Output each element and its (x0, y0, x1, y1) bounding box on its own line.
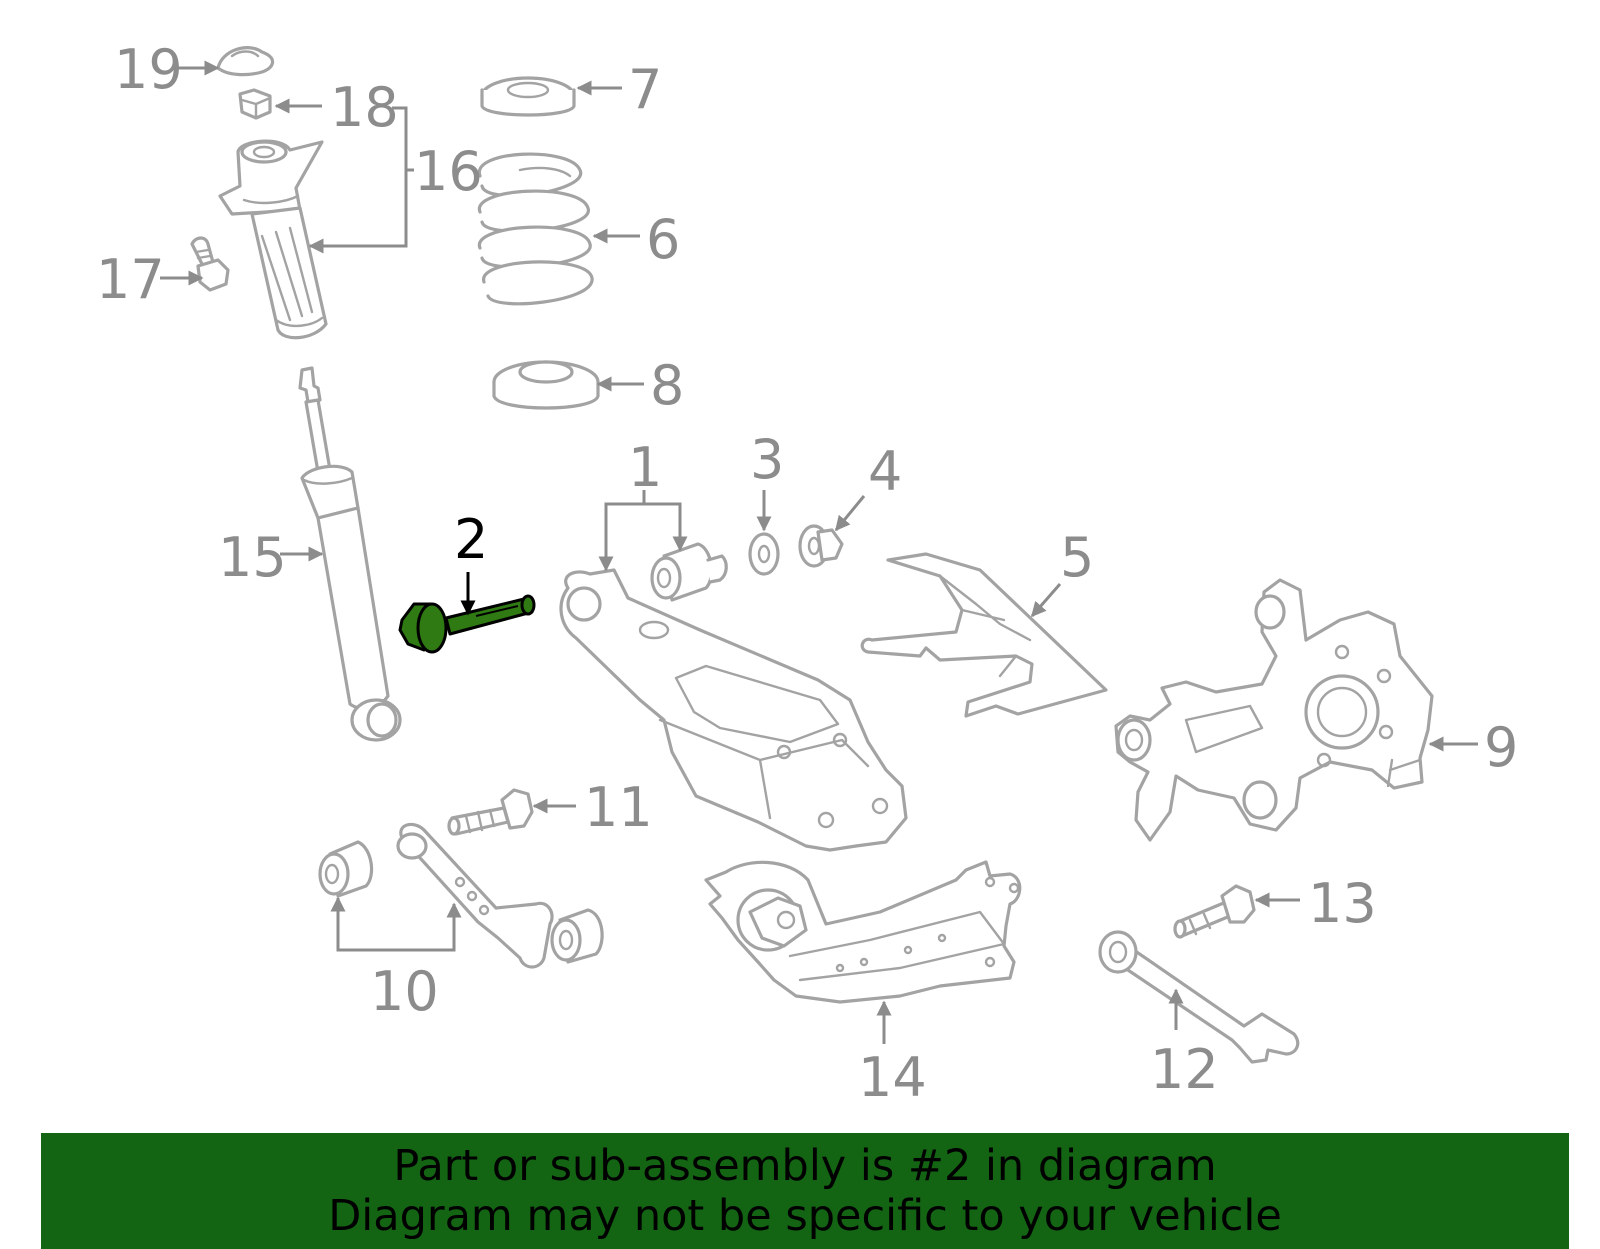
callout-13: 13 (1254, 872, 1377, 935)
part-12-link[interactable] (1098, 930, 1300, 1064)
callout-2: 2 (454, 508, 488, 616)
callout-8: 8 (596, 354, 684, 417)
svg-text:9: 9 (1484, 716, 1518, 779)
callout-5: 5 (1030, 526, 1094, 618)
svg-text:10: 10 (370, 960, 439, 1023)
svg-text:5: 5 (1060, 526, 1094, 589)
callout-19: 19 (114, 38, 220, 101)
svg-text:14: 14 (858, 1046, 927, 1109)
callout-10: 10 (330, 896, 462, 1023)
svg-text:18: 18 (330, 76, 399, 139)
part-16-boot[interactable] (250, 206, 328, 340)
part-1-bushing[interactable] (650, 542, 728, 602)
banner-line-2: Diagram may not be specific to your vehi… (328, 1191, 1282, 1241)
part-16-upper-mount[interactable] (218, 139, 324, 216)
callout-4: 4 (834, 440, 902, 532)
svg-text:4: 4 (868, 440, 902, 503)
part-2-cam-bolt[interactable] (398, 594, 536, 654)
part-6-coil-spring[interactable] (477, 152, 594, 306)
callout-11: 11 (532, 776, 653, 839)
callout-12: 12 (1150, 988, 1219, 1101)
part-15-shock-absorber[interactable] (298, 366, 402, 742)
part-3-washer[interactable] (748, 532, 780, 576)
part-8-lower-seat[interactable] (492, 360, 600, 410)
callout-17: 17 (96, 248, 204, 311)
callout-16: 16 (308, 106, 483, 254)
part-14-lower-arm[interactable] (704, 860, 1022, 1004)
part-19-dust-cap[interactable] (216, 46, 275, 77)
banner-line-1: Part or sub-assembly is #2 in diagram (393, 1141, 1217, 1191)
info-banner: Part or sub-assembly is #2 in diagram Di… (41, 1133, 1569, 1249)
callout-9: 9 (1428, 716, 1518, 779)
callout-7: 7 (576, 58, 662, 121)
svg-text:7: 7 (628, 58, 662, 121)
trailing-arm[interactable] (559, 568, 908, 852)
svg-text:1: 1 (628, 436, 662, 499)
part-5-cover[interactable] (860, 552, 1108, 718)
part-10-bushing[interactable] (318, 840, 374, 898)
part-17-bolt[interactable] (190, 236, 230, 292)
svg-text:2: 2 (454, 508, 488, 571)
svg-text:16: 16 (414, 140, 483, 203)
svg-text:6: 6 (646, 208, 680, 271)
callout-15: 15 (218, 526, 324, 589)
part-7-upper-seat[interactable] (480, 76, 576, 117)
callout-1: 1 (598, 436, 688, 572)
svg-text:15: 15 (218, 526, 287, 589)
svg-text:17: 17 (96, 248, 165, 311)
callout-14: 14 (858, 1000, 927, 1109)
svg-text:11: 11 (584, 776, 653, 839)
callout-18: 18 (274, 76, 399, 139)
svg-text:19: 19 (114, 38, 183, 101)
svg-text:13: 13 (1308, 872, 1377, 935)
callout-3: 3 (750, 428, 784, 532)
svg-text:12: 12 (1150, 1038, 1219, 1101)
part-10-arm[interactable] (396, 822, 604, 969)
part-18-nut[interactable] (238, 88, 272, 120)
svg-text:8: 8 (650, 354, 684, 417)
part-13-bolt[interactable] (1173, 884, 1256, 939)
part-11-bolt[interactable] (447, 788, 534, 836)
part-4-flange-nut[interactable] (798, 524, 844, 568)
svg-text:3: 3 (750, 428, 784, 491)
parts-diagram: 19 18 16 17 7 6 8 15 1 3 4 (96, 38, 1518, 1109)
callout-6: 6 (592, 208, 680, 271)
part-9-knuckle[interactable] (1114, 578, 1434, 842)
